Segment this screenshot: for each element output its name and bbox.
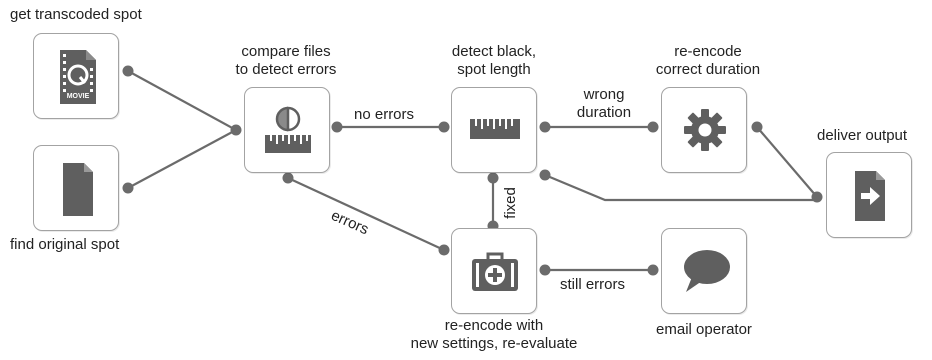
- node-detect-black[interactable]: [451, 87, 537, 173]
- port-dot: [751, 121, 763, 133]
- port-dot: [438, 244, 450, 256]
- port-dot: [647, 121, 659, 133]
- connector-transcoded-compare: [127, 70, 237, 131]
- label-compare-files: compare files to detect errors: [235, 43, 337, 78]
- port-dot: [331, 121, 343, 133]
- gear-icon: [684, 109, 726, 151]
- connector-detect-deliver: [544, 173, 817, 202]
- port-dot: [811, 191, 823, 203]
- connector-reencode-deliver: [756, 126, 818, 198]
- first-aid-kit-icon: [472, 252, 518, 291]
- edge-label-still-errors: still errors: [560, 276, 626, 293]
- port-dot: [539, 264, 551, 276]
- export-file-icon: [855, 171, 885, 221]
- port-dot: [282, 172, 294, 184]
- node-find-original-spot[interactable]: [33, 145, 119, 231]
- label-detect-black: detect black, spot length: [451, 43, 537, 78]
- node-deliver-output[interactable]: [826, 152, 912, 238]
- port-dot: [122, 65, 134, 77]
- label-email-operator: email operator: [656, 321, 752, 338]
- port-dot: [122, 182, 134, 194]
- port-dot: [438, 121, 450, 133]
- node-get-transcoded-spot[interactable]: MOVIE: [33, 33, 119, 119]
- node-email-operator[interactable]: [661, 228, 747, 314]
- node-reencode-correct-duration[interactable]: [661, 87, 747, 173]
- port-dot: [539, 121, 551, 133]
- movie-icon-text: MOVIE: [67, 93, 90, 100]
- port-dot: [487, 172, 499, 184]
- edge-label-wrong-duration: wrong duration: [576, 86, 632, 121]
- label-reencode-correct-duration: re-encode correct duration: [655, 43, 761, 78]
- ruler-icon: [470, 119, 520, 139]
- ruler-compare-icon: [265, 106, 311, 153]
- label-get-transcoded-spot: get transcoded spot: [10, 6, 142, 23]
- connector-original-compare: [127, 129, 237, 189]
- movie-file-icon: MOVIE: [60, 50, 96, 104]
- connector-compare-settings: [287, 177, 445, 251]
- edge-label-fixed: fixed: [501, 187, 519, 219]
- label-deliver-output: deliver output: [817, 127, 908, 144]
- port-dot: [647, 264, 659, 276]
- node-compare-files[interactable]: [244, 87, 330, 173]
- document-icon: [63, 163, 93, 216]
- port-dot: [230, 124, 242, 136]
- port-dot: [539, 169, 551, 181]
- speech-bubble-icon: [684, 250, 730, 292]
- label-find-original-spot: find original spot: [10, 236, 120, 253]
- edge-label-no-errors: no errors: [354, 106, 415, 123]
- node-reencode-new-settings[interactable]: [451, 228, 537, 314]
- label-reencode-new-settings: re-encode with new settings, re-evaluate: [410, 317, 578, 352]
